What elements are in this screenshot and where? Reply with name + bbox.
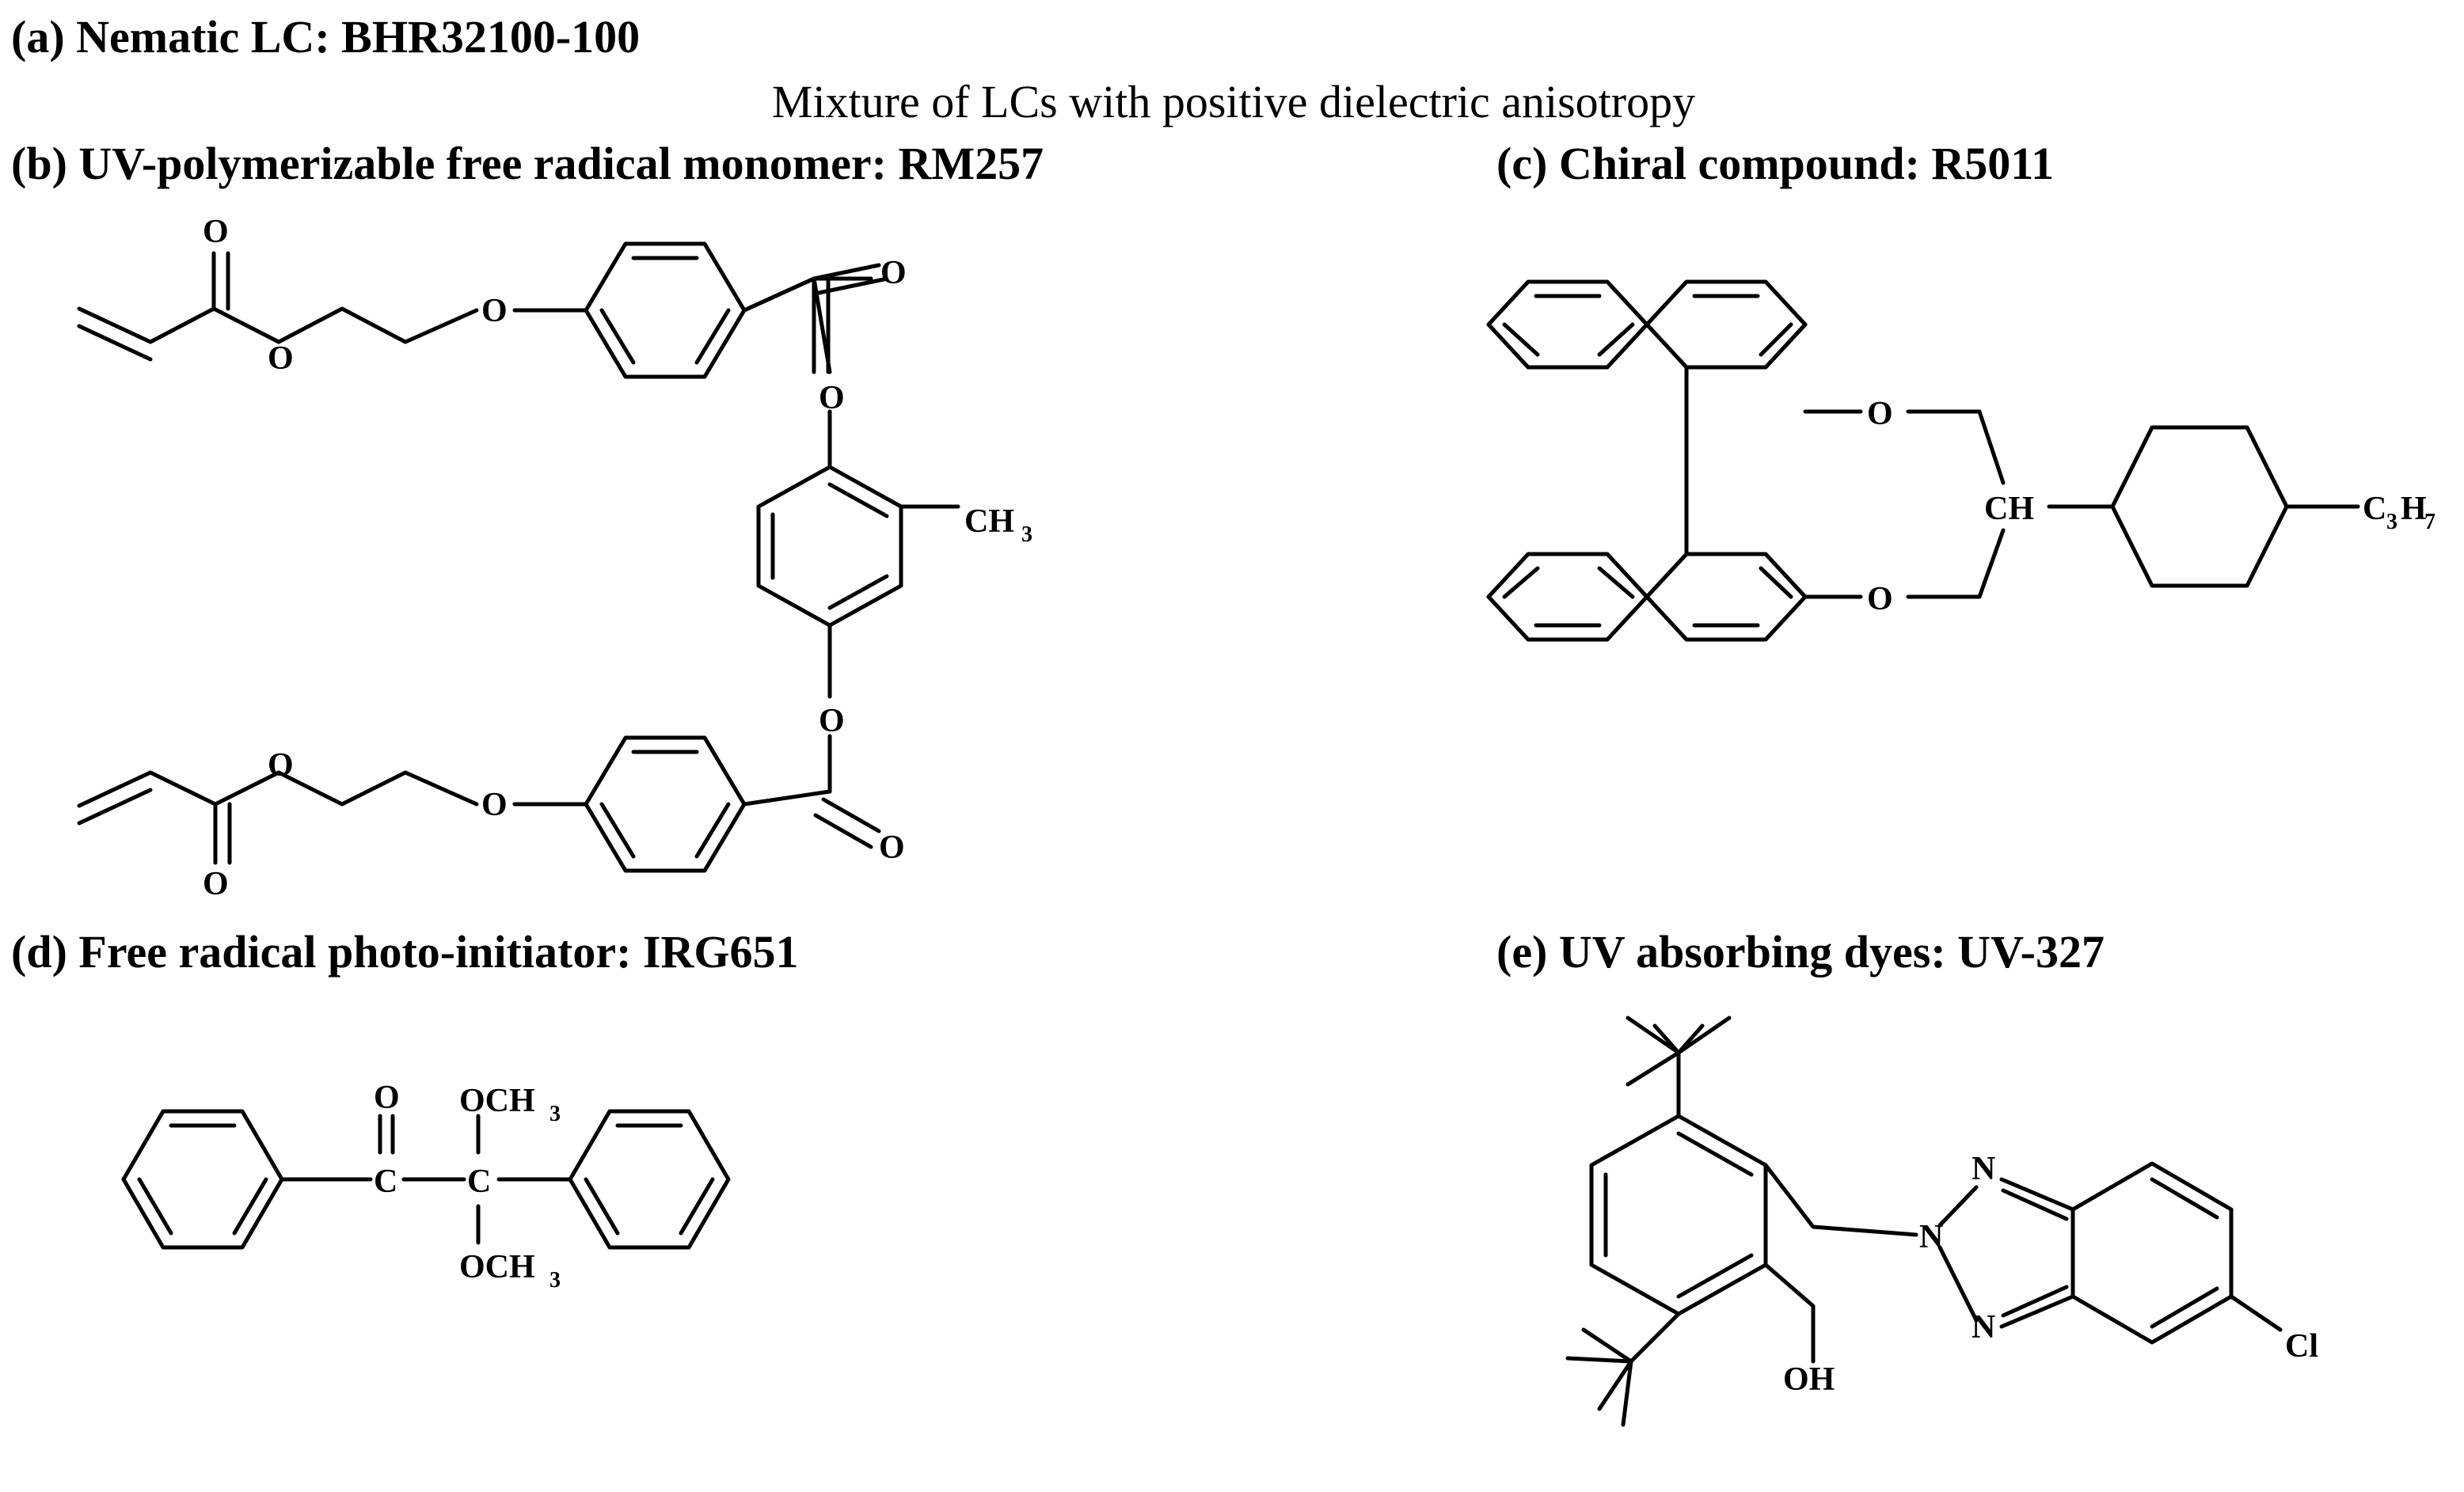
phenol-ring bbox=[1589, 1114, 1768, 1316]
panel-a-description: Mixture of LCs with positive dielectric … bbox=[772, 76, 1695, 127]
cyclohexane-ring bbox=[2110, 425, 2289, 588]
uv327-structure: OH N N N Cl bbox=[1565, 1016, 2318, 1427]
methoxy-top-subscript: 3 bbox=[549, 1102, 561, 1126]
o-label-ester-top: O bbox=[268, 340, 294, 377]
methylbenzene-ring-middle bbox=[756, 465, 960, 628]
panel-c-title: (c) Chiral compound: R5011 bbox=[1496, 138, 2054, 189]
o-label-lower: O bbox=[1867, 581, 1893, 617]
triazole-ring bbox=[1937, 1177, 2075, 1329]
o-label-ether-bottom: O bbox=[481, 787, 508, 823]
naphthalene-upper bbox=[1486, 279, 1808, 370]
naphthalene-lower bbox=[1486, 552, 1808, 642]
o-label-ester-bottom: O bbox=[268, 747, 294, 784]
r5011-structure: O O CH C 3 H 7 bbox=[1486, 279, 2435, 642]
rm257-structure: CH 3 O O O O O O O O O O bbox=[77, 214, 1032, 902]
n-label-top: N bbox=[1972, 1151, 1995, 1187]
carbonyl-carbon-label: C bbox=[374, 1164, 397, 1200]
quaternary-carbon-label: C bbox=[467, 1164, 491, 1200]
methyl-label-ch: CH bbox=[964, 503, 1014, 540]
methoxy-bottom-subscript: 3 bbox=[549, 1268, 561, 1293]
propyl-label-h: H bbox=[2401, 491, 2427, 527]
panel-a-title: (a) Nematic LC: BHR32100-100 bbox=[11, 11, 640, 63]
phenyl-ring-left bbox=[121, 1109, 284, 1250]
hydroxyl-label: OH bbox=[1783, 1361, 1835, 1398]
o-label-upper: O bbox=[1867, 396, 1893, 432]
benzene-ring-top bbox=[584, 241, 747, 379]
propyl-label-c: C bbox=[2363, 491, 2386, 527]
propyl-subscript-3: 3 bbox=[2386, 510, 2397, 534]
carbonyl-oxygen-label: O bbox=[374, 1080, 400, 1116]
o-label-link-bottom: O bbox=[819, 703, 845, 739]
o-label-carbonyl-bottom: O bbox=[203, 866, 229, 902]
o-label-ether-top: O bbox=[481, 293, 508, 329]
o-label-link-top: O bbox=[819, 380, 845, 416]
benzene-ring-bottom bbox=[584, 735, 747, 873]
methyl-subscript: 3 bbox=[1021, 522, 1032, 547]
propyl-subscript-7: 7 bbox=[2424, 510, 2435, 534]
chlorine-label: Cl bbox=[2285, 1328, 2318, 1365]
panel-e-title: (e) UV absorbing dyes: UV-327 bbox=[1496, 926, 2105, 978]
o-label-carbonyl-top: O bbox=[203, 214, 229, 250]
panel-b-title: (b) UV-polymerizable free radical monome… bbox=[11, 138, 1044, 189]
phenyl-ring-right bbox=[568, 1109, 731, 1250]
methoxy-bottom-label: OCH bbox=[459, 1249, 535, 1285]
chlorobenzo-ring bbox=[2070, 1161, 2234, 1345]
methoxy-top-label: OCH bbox=[459, 1083, 535, 1119]
ch-label-chiral-center: CH bbox=[1984, 491, 2034, 527]
panel-d-title: (d) Free radical photo-initiator: IRG651 bbox=[11, 926, 798, 978]
irg651-structure: C O C OCH 3 OCH 3 bbox=[121, 1080, 731, 1293]
o-label-carbonyl-ester-top: O bbox=[880, 255, 907, 291]
o-label-carbonyl-ester-bottom: O bbox=[879, 830, 905, 866]
